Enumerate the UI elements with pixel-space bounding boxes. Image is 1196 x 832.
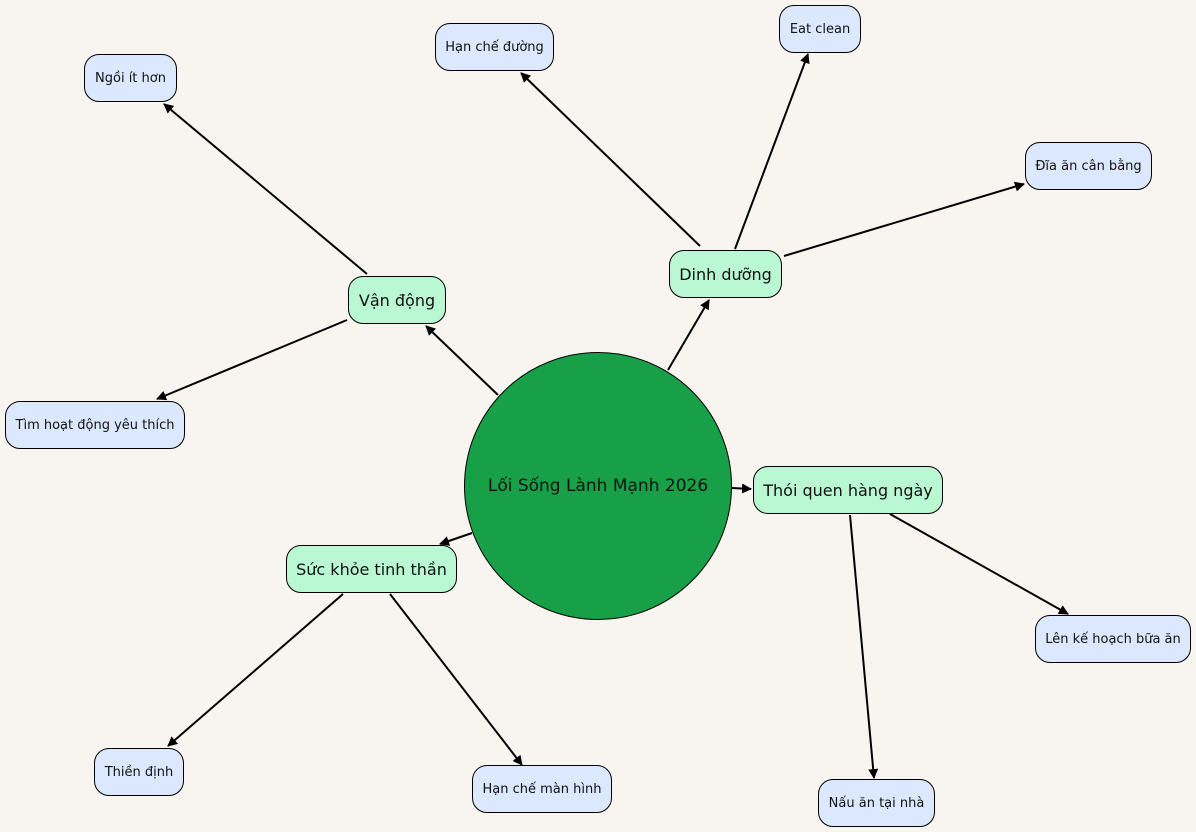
edge-center-to-van-dong	[425, 325, 499, 396]
leaf-node-tim-hoat-dong-yeu-thich[interactable]: Tìm hoạt động yêu thích	[5, 401, 185, 449]
edge-dinh-duong-to-dia-an-can-bang	[783, 181, 1025, 257]
edge-dinh-duong-to-han-che-duong	[520, 72, 701, 247]
center-node[interactable]: Lối Sống Lành Mạnh 2026	[464, 352, 732, 620]
leaf-node-eat-clean[interactable]: Eat clean	[779, 5, 861, 53]
leaf-label: Đĩa ăn cân bằng	[1035, 158, 1142, 174]
edge-thoi-quen-to-nau-an-tai-nha	[849, 514, 879, 779]
branch-node-suc-khoe-tinh-than[interactable]: Sức khỏe tinh thần	[286, 545, 457, 593]
branch-node-thoi-quen-hang-ngay[interactable]: Thói quen hàng ngày	[753, 466, 943, 514]
leaf-node-len-ke-hoach-bua-an[interactable]: Lên kế hoạch bữa ăn	[1035, 615, 1191, 663]
edge-dinh-duong-to-eat-clean	[734, 53, 810, 250]
leaf-label: Lên kế hoạch bữa ăn	[1045, 631, 1181, 647]
edge-van-dong-to-ngoi-it-hon	[163, 103, 368, 275]
edge-center-to-thoi-quen-hang-ngay	[731, 483, 752, 494]
branch-label: Vận động	[358, 290, 436, 310]
leaf-label: Nấu ăn tại nhà	[828, 795, 925, 811]
leaf-label: Ngồi ít hơn	[95, 70, 166, 86]
edge-thoi-quen-to-len-ke-hoach-bua-an	[889, 513, 1069, 615]
leaf-node-han-che-duong[interactable]: Hạn chế đường	[435, 23, 554, 71]
edge-van-dong-to-tim-hoat-dong-yeu-thich	[156, 319, 348, 401]
edge-center-to-dinh-duong	[667, 299, 710, 371]
leaf-node-nau-an-tai-nha[interactable]: Nấu ăn tại nhà	[818, 779, 935, 827]
leaf-label: Hạn chế màn hình	[482, 781, 602, 797]
leaf-node-dia-an-can-bang[interactable]: Đĩa ăn cân bằng	[1025, 142, 1152, 190]
edge-center-to-suc-khoe-tinh-than	[439, 532, 473, 546]
leaf-label: Hạn chế đường	[445, 39, 544, 55]
leaf-node-ngoi-it-hon[interactable]: Ngồi ít hơn	[84, 54, 177, 102]
edge-suc-khoe-to-thien-dinh	[167, 593, 344, 747]
leaf-label: Thiền định	[104, 764, 174, 780]
leaf-label: Tìm hoạt động yêu thích	[15, 417, 175, 433]
branch-node-dinh-duong[interactable]: Dinh dưỡng	[669, 250, 782, 298]
leaf-label: Eat clean	[789, 21, 851, 37]
branch-label: Dinh dưỡng	[679, 264, 772, 284]
leaf-node-thien-dinh[interactable]: Thiền định	[94, 748, 184, 796]
edge-suc-khoe-to-han-che-man-hinh	[389, 593, 523, 766]
branch-node-van-dong[interactable]: Vận động	[348, 276, 446, 324]
leaf-node-han-che-man-hinh[interactable]: Hạn chế màn hình	[472, 765, 612, 813]
center-label: Lối Sống Lành Mạnh 2026	[487, 476, 709, 496]
branch-label: Sức khỏe tinh thần	[296, 559, 447, 579]
branch-label: Thói quen hàng ngày	[763, 480, 933, 500]
